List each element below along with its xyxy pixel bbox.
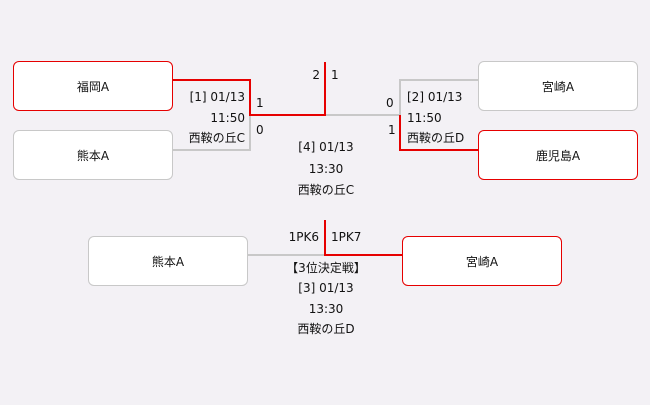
team-box-miyazaki-a[interactable]: 宮崎A bbox=[478, 61, 638, 111]
third-time: 13:30 bbox=[308, 302, 344, 316]
final-venue: 西鞍の丘C bbox=[297, 183, 355, 197]
line-semi2-bottom-win bbox=[399, 115, 478, 151]
semi2-venue: 西鞍の丘D bbox=[407, 131, 465, 145]
semi1-time: 11:50 bbox=[210, 111, 245, 125]
line-third-right-win bbox=[324, 220, 402, 256]
third-place-title: 【3位決定戦】 bbox=[286, 261, 366, 275]
semi1-top-score: 1 bbox=[256, 96, 264, 110]
third-right-score: 1PK7 bbox=[331, 230, 362, 244]
team-box-kumamoto-a[interactable]: 熊本A bbox=[13, 130, 173, 180]
final-number: [4] 01/13 bbox=[298, 140, 354, 154]
team-box-fukuoka-a[interactable]: 福岡A bbox=[13, 61, 173, 111]
semi2-time: 11:50 bbox=[407, 111, 442, 125]
team-name: 熊本A bbox=[151, 254, 185, 269]
final-left-score: 2 bbox=[312, 68, 320, 82]
semi2-bottom-score: 1 bbox=[388, 123, 396, 137]
team-name: 福岡A bbox=[76, 79, 110, 94]
final-right-score: 1 bbox=[331, 68, 339, 82]
third-venue: 西鞍の丘D bbox=[297, 322, 355, 336]
team-name: 熊本A bbox=[76, 148, 110, 163]
third-number: [3] 01/13 bbox=[298, 281, 354, 295]
semi2-number: [2] 01/13 bbox=[407, 90, 463, 104]
semi1-number: [1] 01/13 bbox=[189, 90, 245, 104]
team-name: 宮崎A bbox=[465, 254, 499, 269]
line-semi1-bottom bbox=[173, 115, 251, 151]
semi1-bottom-score: 0 bbox=[256, 123, 264, 137]
team-box-third-left[interactable]: 熊本A bbox=[88, 236, 248, 286]
team-name: 宮崎A bbox=[541, 79, 575, 94]
line-semi1-top-win bbox=[173, 62, 326, 116]
semi1-venue: 西鞍の丘C bbox=[188, 131, 245, 145]
team-box-third-right[interactable]: 宮崎A bbox=[402, 236, 562, 286]
semi2-top-score: 0 bbox=[386, 96, 394, 110]
third-left-score: 1PK6 bbox=[288, 230, 319, 244]
team-name: 鹿児島A bbox=[535, 148, 581, 163]
line-semi2-top bbox=[325, 79, 478, 116]
final-time: 13:30 bbox=[308, 162, 344, 176]
team-box-kagoshima-a[interactable]: 鹿児島A bbox=[478, 130, 638, 180]
